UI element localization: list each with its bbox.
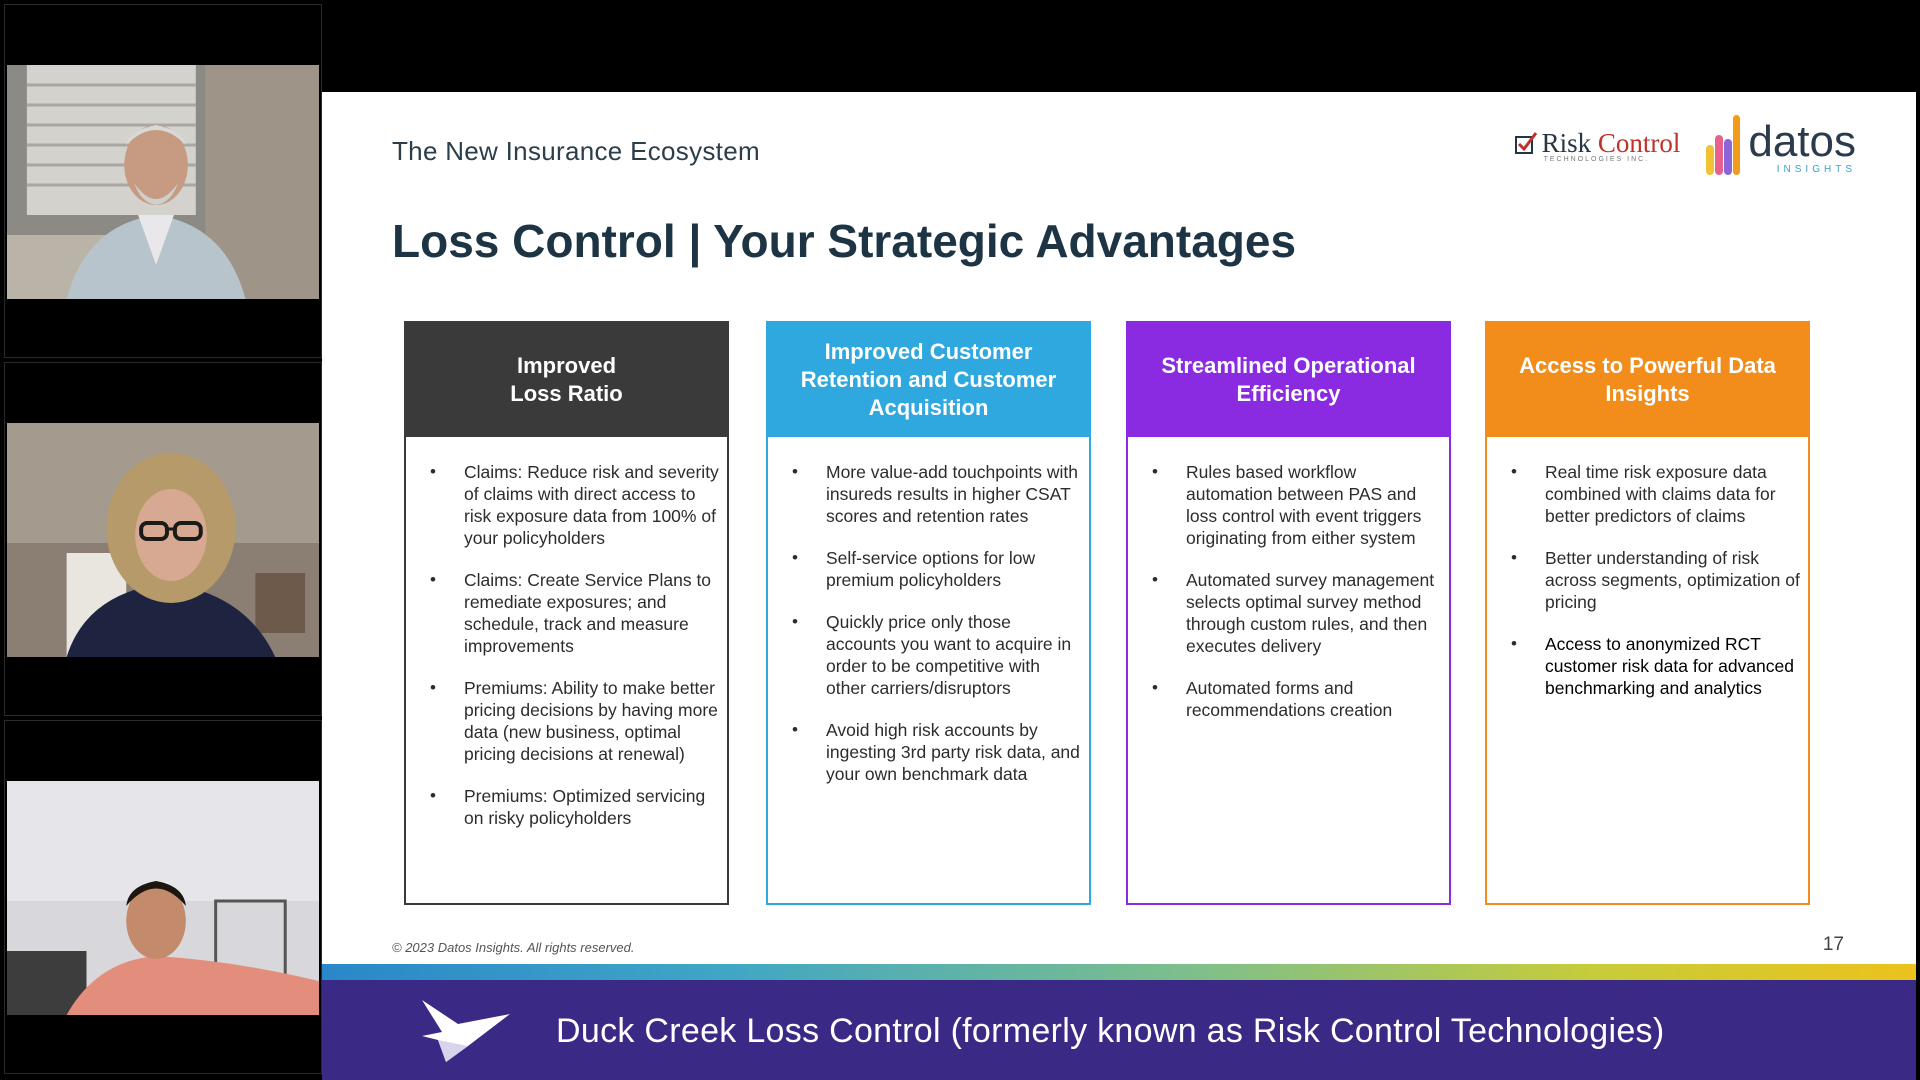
banner-text: Duck Creek Loss Control (formerly known … [556, 1011, 1665, 1050]
participant-tile-2[interactable] [4, 362, 322, 716]
advantage-card: Improved Customer Retention and Customer… [766, 321, 1091, 905]
participant-tiles [4, 4, 322, 1076]
advantage-card: Streamlined Operational EfficiencyRules … [1126, 321, 1451, 905]
advantage-cards: Improved Loss RatioClaims: Reduce risk a… [404, 321, 1816, 905]
advantage-card: Improved Loss RatioClaims: Reduce risk a… [404, 321, 729, 905]
logo-area: Risk Control TECHNOLOGIES INC. datos INS… [1514, 110, 1856, 180]
participant-tile-1[interactable] [4, 4, 322, 358]
card-bullet-list: Real time risk exposure data combined wi… [1487, 437, 1808, 699]
card-heading: Improved Loss Ratio [406, 323, 727, 437]
card-heading: Access to Powerful Data Insights [1487, 323, 1808, 437]
checkbox-icon [1514, 132, 1537, 154]
video-feed-icon [7, 65, 319, 299]
slide-title: Loss Control | Your Strategic Advantages [392, 215, 1297, 267]
gradient-divider [322, 964, 1916, 980]
rct-subtitle: TECHNOLOGIES INC. [1543, 155, 1650, 163]
card-bullet-list: More value-add touchpoints with insureds… [768, 437, 1089, 785]
bottom-banner: Duck Creek Loss Control (formerly known … [322, 980, 1916, 1080]
risk-control-logo: Risk Control TECHNOLOGIES INC. [1514, 127, 1681, 163]
card-bullet: Avoid high risk accounts by ingesting 3r… [792, 719, 1081, 785]
datos-name: datos [1748, 117, 1856, 166]
card-bullet: Premiums: Optimized servicing on risky p… [430, 785, 719, 829]
card-bullet: Access to anonymized RCT customer risk d… [1511, 633, 1800, 699]
card-bullet: Automated forms and recommendations crea… [1152, 677, 1441, 721]
datos-insights-logo: datos INSIGHTS [1706, 115, 1856, 175]
slide-subtitle: The New Insurance Ecosystem [392, 136, 760, 166]
card-bullet: Quickly price only those accounts you wa… [792, 611, 1081, 699]
card-bullet: Self-service options for low premium pol… [792, 547, 1081, 591]
video-feed-icon [7, 423, 319, 657]
card-bullet: Better understanding of risk across segm… [1511, 547, 1800, 613]
card-bullet: Real time risk exposure data combined wi… [1511, 461, 1800, 527]
rct-name-part1: Risk [1541, 127, 1592, 158]
page-number: 17 [1822, 934, 1844, 955]
presentation-slide: The New Insurance Ecosystem Risk Control… [322, 92, 1916, 1080]
bar-chart-icon [1706, 115, 1741, 175]
card-bullet: Rules based workflow automation between … [1152, 461, 1441, 549]
participant-tile-3[interactable] [4, 720, 322, 1074]
rct-name-part2: Control [1597, 127, 1681, 158]
card-bullet: Claims: Create Service Plans to remediat… [430, 569, 719, 657]
card-bullet: Premiums: Ability to make better pricing… [430, 677, 719, 765]
advantage-card: Access to Powerful Data InsightsReal tim… [1485, 321, 1810, 905]
card-bullet: More value-add touchpoints with insureds… [792, 461, 1081, 527]
card-heading: Improved Customer Retention and Customer… [768, 323, 1089, 437]
card-bullet-list: Claims: Reduce risk and severity of clai… [406, 437, 727, 829]
video-feed-icon [7, 781, 319, 1015]
card-heading: Streamlined Operational Efficiency [1128, 323, 1449, 437]
card-bullet: Automated survey management selects opti… [1152, 569, 1441, 657]
copyright-text: © 2023 Datos Insights. All rights reserv… [392, 940, 635, 955]
duck-creek-logo-icon [422, 1000, 510, 1062]
card-bullet: Claims: Reduce risk and severity of clai… [430, 461, 719, 549]
datos-subtitle: INSIGHTS [1776, 164, 1856, 175]
card-bullet-list: Rules based workflow automation between … [1128, 437, 1449, 721]
